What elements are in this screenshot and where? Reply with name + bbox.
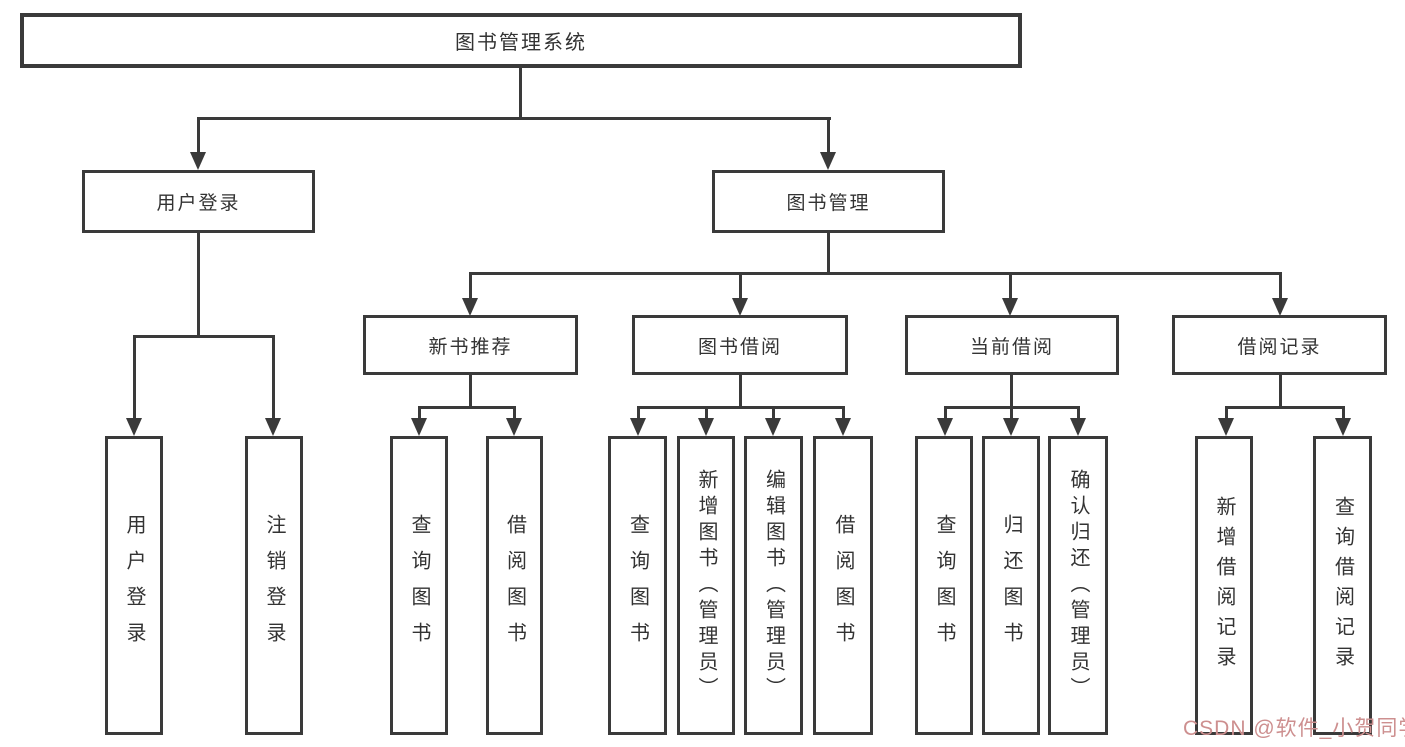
node-book-borrow: 图书借阅 (632, 315, 848, 375)
leaf-records-query-record: 查询借阅记录 (1313, 436, 1372, 735)
edge-root-trunk (519, 68, 522, 117)
leaf-borrow-borrow-books-label: 借阅图书 (832, 513, 854, 658)
node-book-management: 图书管理 (712, 170, 945, 233)
edge-line (469, 272, 472, 300)
node-borrow-records-label: 借阅记录 (1237, 336, 1322, 358)
edge-to-user-login (197, 117, 200, 154)
leaf-borrow-query-books-label: 查询图书 (626, 513, 649, 658)
leaf-recommend-borrow-books: 借阅图书 (486, 436, 543, 735)
csdn-watermark: CSDN @软件_小贺同学 (1183, 717, 1405, 740)
arrow-down-icon (1070, 418, 1086, 436)
leaf-records-add-record-label: 新增借阅记录 (1213, 495, 1235, 676)
edge-recommend-trunk (469, 375, 472, 406)
node-new-book-recommend: 新书推荐 (363, 315, 578, 375)
arrow-down-icon (462, 298, 478, 316)
edge-line (944, 406, 947, 420)
edge-line (272, 335, 275, 420)
edge-line (513, 406, 516, 420)
edge-line (739, 272, 742, 300)
node-root: 图书管理系统 (20, 13, 1022, 68)
leaf-current-return-books-label: 归还图书 (1000, 513, 1022, 658)
node-borrow-records: 借阅记录 (1172, 315, 1387, 375)
edge-line (1010, 406, 1013, 420)
node-user-login: 用户登录 (82, 170, 315, 233)
edge-line (842, 406, 845, 420)
arrow-down-icon (937, 418, 953, 436)
edge-line (133, 335, 136, 420)
leaf-current-return-books: 归还图书 (982, 436, 1040, 735)
arrow-down-icon (411, 418, 427, 436)
node-current-borrow: 当前借阅 (905, 315, 1119, 375)
arrow-down-icon (1003, 418, 1019, 436)
leaf-recommend-query-books: 查询图书 (390, 436, 448, 735)
edge-line (1279, 272, 1282, 300)
edge-line (705, 406, 708, 420)
edge-user-login-trunk (197, 233, 200, 335)
leaf-current-query-books: 查询图书 (915, 436, 973, 735)
leaf-borrow-query-books: 查询图书 (608, 436, 667, 735)
edge-recommend-split (418, 406, 516, 409)
leaf-current-confirm-return-admin: 确认归还（管理员） (1048, 436, 1108, 735)
leaf-records-add-record: 新增借阅记录 (1195, 436, 1253, 735)
leaf-borrow-edit-books-admin-label: 编辑图书（管理员） (762, 468, 785, 703)
edge-line (1342, 406, 1345, 420)
leaf-logout-label: 注销登录 (263, 513, 285, 658)
node-root-label: 图书管理系统 (455, 32, 587, 54)
leaf-recommend-borrow-books-label: 借阅图书 (503, 513, 526, 658)
edge-records-trunk (1279, 375, 1282, 406)
arrow-down-icon (506, 418, 522, 436)
arrow-down-icon (732, 298, 748, 316)
leaf-records-query-record-label: 查询借阅记录 (1331, 495, 1354, 676)
arrow-down-icon (1272, 298, 1288, 316)
node-book-management-label: 图书管理 (786, 193, 871, 214)
arrow-down-icon (765, 418, 781, 436)
leaf-borrow-borrow-books: 借阅图书 (813, 436, 873, 735)
leaf-user-login: 用户登录 (105, 436, 163, 735)
arrow-down-icon (630, 418, 646, 436)
arrow-down-icon (265, 418, 281, 436)
edge-line (1009, 272, 1012, 300)
edge-line (418, 406, 421, 420)
edge-root-split (197, 117, 831, 120)
arrow-down-icon (835, 418, 851, 436)
node-new-book-recommend-label: 新书推荐 (428, 336, 513, 358)
edge-to-book-management (827, 117, 830, 154)
leaf-current-confirm-return-admin-label: 确认归还（管理员） (1067, 468, 1089, 703)
edge-line (637, 406, 640, 420)
edge-records-split (1225, 406, 1344, 409)
edge-line (772, 406, 775, 420)
arrow-down-icon (126, 418, 142, 436)
edge-current-trunk (1010, 375, 1013, 406)
node-book-borrow-label: 图书借阅 (697, 336, 782, 358)
edge-book-management-split (469, 272, 1282, 275)
arrow-down-icon (1218, 418, 1234, 436)
leaf-current-query-books-label: 查询图书 (933, 513, 955, 658)
node-current-borrow-label: 当前借阅 (969, 336, 1054, 358)
arrow-down-icon (1002, 298, 1018, 316)
leaf-borrow-edit-books-admin: 编辑图书（管理员） (744, 436, 803, 735)
edge-book-management-trunk (827, 233, 830, 272)
leaf-user-login-label: 用户登录 (123, 513, 145, 658)
edge-borrow-split (637, 406, 844, 409)
leaf-borrow-add-books-admin: 新增图书（管理员） (677, 436, 735, 735)
arrow-down-icon (190, 152, 206, 170)
edge-borrow-trunk (739, 375, 742, 406)
leaf-logout: 注销登录 (245, 436, 303, 735)
edge-line (1225, 406, 1228, 420)
arrow-down-icon (698, 418, 714, 436)
leaf-borrow-add-books-admin-label: 新增图书（管理员） (695, 468, 717, 703)
edge-line (1077, 406, 1080, 420)
arrow-down-icon (820, 152, 836, 170)
arrow-down-icon (1335, 418, 1351, 436)
leaf-recommend-query-books-label: 查询图书 (408, 513, 430, 658)
edge-user-login-split (133, 335, 274, 338)
node-user-login-label: 用户登录 (156, 193, 241, 214)
